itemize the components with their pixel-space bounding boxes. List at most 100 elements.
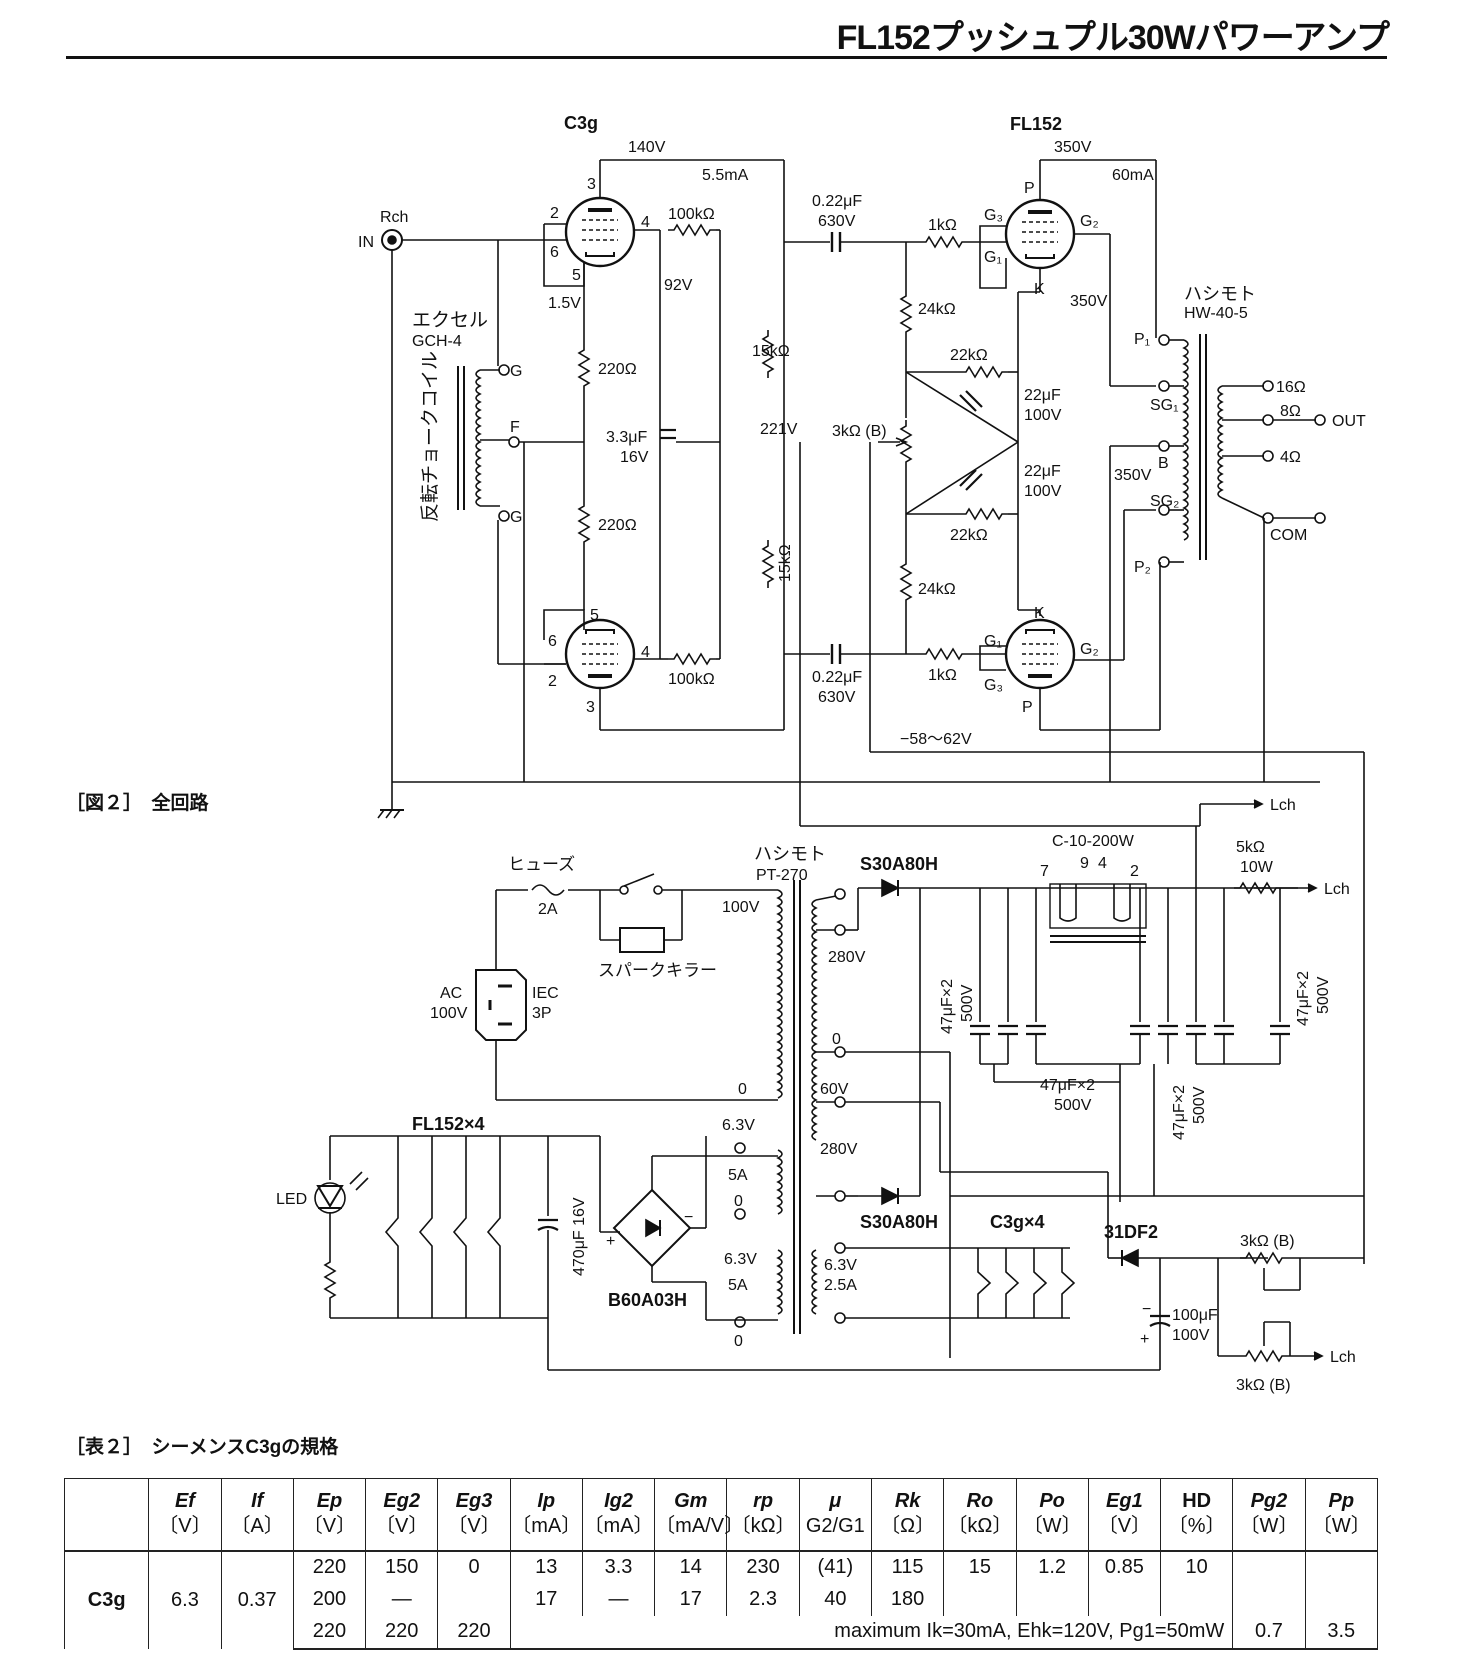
table-row: C3g 6.3 0.37 220 150 0 13 3.3 14 230 (41… — [63, 1549, 1379, 1649]
svg-text:15kΩ: 15kΩ — [752, 343, 790, 360]
svg-text:G₂: G₂ — [1080, 641, 1099, 658]
svg-text:5: 5 — [590, 607, 599, 624]
header-cell — [63, 1477, 150, 1552]
svg-text:G₁: G₁ — [984, 249, 1002, 266]
tube-name-cell: C3g — [63, 1549, 150, 1649]
svg-text:C-10-200W: C-10-200W — [1052, 833, 1135, 850]
table-cell — [1160, 1583, 1234, 1616]
svg-text:6: 6 — [548, 633, 557, 650]
table-cell: 2.3 — [726, 1583, 800, 1616]
table-row: 220 220 220 maximum Ik=30mA, Ehk=120V, P… — [65, 1615, 1379, 1651]
table-cell: 220 — [365, 1615, 439, 1651]
table-row: 200 — 17 — 17 2.3 40 180 — [65, 1583, 1379, 1616]
table-cell: 3.5 — [1304, 1615, 1379, 1651]
table-cell: 200 — [292, 1583, 367, 1616]
svg-text:P₂: P₂ — [1134, 559, 1151, 576]
svg-text:−: − — [1142, 1301, 1151, 1318]
table-cell: 13 — [509, 1549, 583, 1584]
header-cell: Eg1〔V〕 — [1087, 1477, 1162, 1552]
svg-text:22μF: 22μF — [1024, 387, 1061, 404]
svg-text:47μF×2: 47μF×2 — [1295, 971, 1312, 1026]
fl152-label: FL152 — [1010, 114, 1062, 134]
header-cell: Ro〔kΩ〕 — [943, 1477, 1017, 1552]
fl152-upper-tube — [1004, 198, 1076, 270]
maximum-ratings-note: maximum Ik=30mA, Ehk=120V, Pg1=50mW — [509, 1615, 1234, 1651]
svg-text:60mA: 60mA — [1112, 167, 1154, 184]
table-cell: 40 — [798, 1583, 872, 1616]
c3g-label: C3g — [564, 113, 598, 133]
svg-text:B: B — [1158, 455, 1169, 472]
svg-text:S30A80H: S30A80H — [860, 854, 938, 874]
header-cell: Ep〔V〕 — [292, 1477, 367, 1552]
svg-text:−: − — [684, 1209, 693, 1226]
svg-text:100kΩ: 100kΩ — [668, 671, 715, 688]
svg-text:F: F — [510, 419, 520, 436]
fl152-lower-tube — [1004, 618, 1076, 690]
svg-text:5.5mA: 5.5mA — [702, 167, 749, 184]
svg-text:16V: 16V — [620, 449, 649, 466]
header-cell: Rk〔Ω〕 — [870, 1477, 945, 1552]
svg-text:15kΩ: 15kΩ — [777, 544, 794, 582]
svg-text:5A: 5A — [728, 1167, 748, 1184]
led-indicator — [314, 1171, 369, 1214]
svg-text:Lch: Lch — [1324, 881, 1350, 898]
svg-text:G₂: G₂ — [1080, 213, 1099, 230]
svg-text:PT-270: PT-270 — [756, 867, 808, 884]
svg-text:2: 2 — [548, 673, 557, 690]
header-cell: Eg3〔V〕 — [437, 1477, 511, 1552]
phase-inverter-choke — [457, 366, 482, 510]
svg-text:60V: 60V — [820, 1081, 849, 1098]
svg-text:HW-40-5: HW-40-5 — [1184, 305, 1248, 322]
svg-text:G: G — [510, 509, 522, 526]
svg-text:エクセル: エクセル — [412, 309, 488, 331]
svg-text:5: 5 — [572, 267, 581, 284]
filter-capacitors — [970, 838, 1290, 1065]
svg-text:280V: 280V — [820, 1141, 858, 1158]
svg-text:IEC: IEC — [532, 985, 559, 1002]
power-transformer — [776, 880, 818, 1334]
svg-text:6.3V: 6.3V — [824, 1257, 857, 1274]
table-cell: 0.7 — [1232, 1615, 1306, 1651]
svg-text:0: 0 — [832, 1031, 841, 1048]
svg-text:5kΩ: 5kΩ — [1236, 839, 1265, 856]
table-cell: 220 — [292, 1549, 367, 1584]
table-cell: — — [581, 1583, 656, 1616]
svg-text:COM: COM — [1270, 527, 1307, 544]
svg-text:Lch: Lch — [1330, 1349, 1356, 1366]
filter-choke — [1049, 883, 1147, 943]
svg-text:22kΩ: 22kΩ — [950, 347, 988, 364]
header-cell: Pp〔W〕 — [1304, 1477, 1379, 1552]
svg-text:5A: 5A — [728, 1277, 748, 1294]
bridge-rectifier — [612, 1188, 692, 1268]
svg-text:100kΩ: 100kΩ — [668, 206, 715, 223]
header-cell: Pg2〔W〕 — [1232, 1477, 1306, 1552]
svg-text:GCH-4: GCH-4 — [412, 333, 462, 350]
iec-inlet — [475, 969, 527, 1041]
svg-text:P: P — [1022, 699, 1033, 716]
table-cell: 150 — [365, 1549, 439, 1584]
table-cell: 3.3 — [581, 1549, 656, 1584]
svg-text:0: 0 — [734, 1193, 743, 1210]
svg-text:+: + — [606, 1233, 615, 1250]
table-cell — [1087, 1583, 1162, 1616]
table-cell — [1232, 1583, 1306, 1616]
table-cell: 15 — [943, 1549, 1017, 1584]
svg-text:2A: 2A — [538, 901, 558, 918]
table-cell — [1304, 1583, 1379, 1616]
header-cell: HD〔%〕 — [1160, 1477, 1234, 1552]
svg-text:140V: 140V — [628, 139, 666, 156]
c3g-heaters — [977, 1248, 1076, 1318]
svg-text:3kΩ (B): 3kΩ (B) — [832, 423, 887, 440]
svg-text:500V: 500V — [1191, 1086, 1208, 1124]
svg-text:3P: 3P — [532, 1005, 552, 1022]
table-cell: 14 — [654, 1549, 728, 1584]
svg-text:9: 9 — [1080, 855, 1089, 872]
svg-text:16Ω: 16Ω — [1276, 379, 1306, 396]
svg-text:ハシモト: ハシモト — [1184, 284, 1256, 304]
table-cell — [437, 1583, 511, 1616]
svg-text:100V: 100V — [1024, 407, 1062, 424]
svg-text:8Ω: 8Ω — [1280, 403, 1301, 420]
svg-text:350V: 350V — [1054, 139, 1092, 156]
svg-text:220Ω: 220Ω — [598, 361, 637, 378]
